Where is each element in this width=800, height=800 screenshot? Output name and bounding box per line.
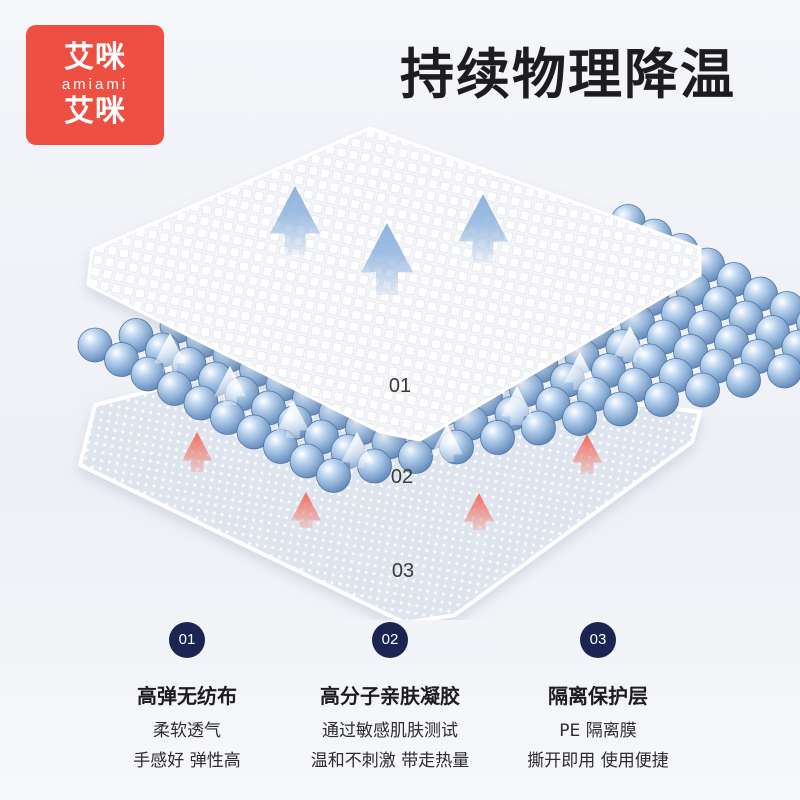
logo-brand-top: 艾咪	[64, 40, 126, 75]
gel-bead	[480, 420, 515, 455]
gel-bead	[726, 363, 761, 398]
feature-title: 高分子亲肤凝胶	[320, 684, 460, 708]
arrow-up-icon	[458, 194, 508, 262]
arrow-up-icon	[154, 333, 186, 372]
feature-item-2: 02 高分子亲肤凝胶 通过敏感肌肤测试 温和不刺激 带走热量	[280, 622, 500, 776]
feature-number-badge: 03	[580, 622, 616, 658]
feature-line: 撕开即用 使用便捷	[527, 751, 669, 771]
brand-logo: 艾咪 amiami 艾咪	[26, 25, 164, 145]
arrow-up-icon	[182, 432, 212, 472]
arrow-up-icon	[341, 432, 373, 468]
feature-line: 温和不刺激 带走热量	[310, 751, 470, 771]
logo-brand-latin: amiami	[61, 76, 129, 93]
feature-number-badge: 02	[372, 622, 408, 658]
feature-line: PE 隔离膜	[559, 721, 637, 741]
arrow-up-icon	[564, 352, 596, 390]
arrow-up-icon	[572, 434, 602, 474]
arrow-up-icon	[431, 424, 463, 462]
arrow-up-icon	[291, 492, 321, 528]
gel-bead	[316, 458, 351, 493]
feature-number-badge: 01	[169, 622, 205, 658]
gel-bead	[644, 382, 679, 417]
heat-arrows	[154, 186, 646, 530]
gel-bead	[796, 312, 800, 334]
headline: 持续物理降温	[400, 43, 736, 106]
logo-brand-bottom: 艾咪	[64, 94, 126, 129]
arrow-up-icon	[464, 493, 494, 530]
feature-line: 手感好 弹性高	[133, 751, 241, 771]
layer-label-03: 03	[392, 560, 414, 582]
feature-line: 柔软透气	[153, 721, 221, 741]
layer-label-02: 02	[391, 466, 413, 488]
layer-label-01: 01	[389, 375, 411, 397]
feature-item-1: 01 高弹无纺布 柔软透气 手感好 弹性高	[77, 622, 297, 776]
feature-list: 01 高弹无纺布 柔软透气 手感好 弹性高 02 高分子亲肤凝胶 通过敏感肌肤测…	[0, 622, 800, 800]
gel-bead	[767, 353, 800, 389]
feature-line: 通过敏感肌肤测试	[322, 721, 458, 741]
feature-item-3: 03 隔离保护层 PE 隔离膜 撕开即用 使用便捷	[488, 622, 708, 776]
layer-illustration: 01 02 03	[77, 126, 800, 620]
arrow-up-icon	[214, 366, 246, 405]
arrow-up-icon	[277, 400, 309, 438]
arrow-up-icon	[501, 386, 533, 425]
gel-bead	[685, 372, 720, 408]
gel-bead	[562, 401, 597, 436]
gel-bead	[603, 391, 638, 427]
gel-bead	[521, 410, 556, 446]
arrow-up-icon	[270, 186, 320, 255]
arrow-up-icon	[361, 223, 413, 295]
feature-title: 高弹无纺布	[137, 684, 237, 708]
feature-title: 隔离保护层	[548, 684, 648, 708]
arrow-up-icon	[614, 326, 646, 362]
